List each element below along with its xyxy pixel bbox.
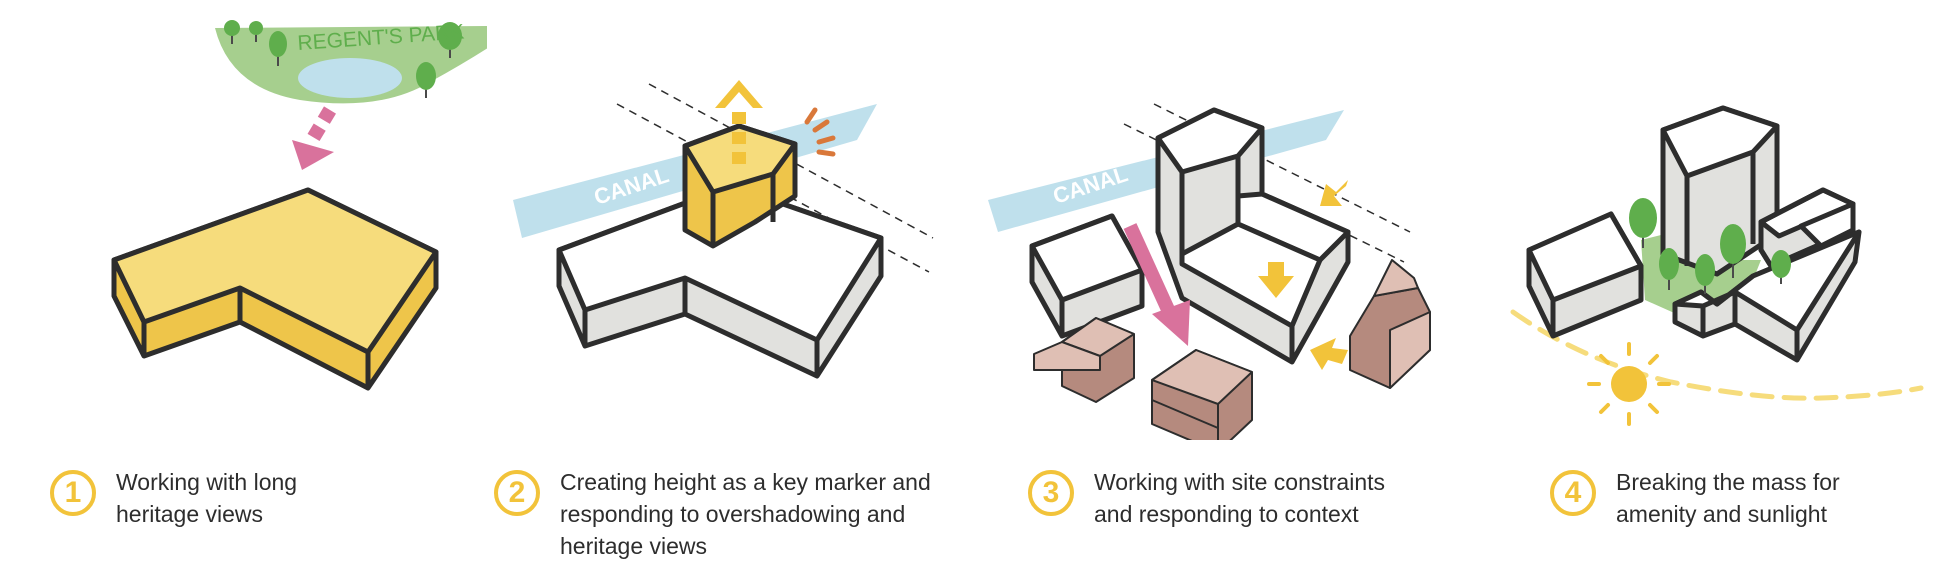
sun-path	[1510, 309, 1924, 401]
context-arrow	[1320, 180, 1348, 206]
caption-3: 3 Working with site constraints and resp…	[1028, 466, 1385, 530]
sun-icon	[1587, 342, 1671, 426]
park-lake	[298, 58, 402, 98]
panel-2-illustration: CANAL	[513, 80, 934, 379]
tree	[1659, 248, 1679, 290]
park-tree	[249, 21, 263, 42]
step-number: 2	[494, 470, 540, 516]
step-number: 3	[1028, 470, 1074, 516]
caption-text: Working with long heritage views	[116, 469, 298, 527]
block-east	[1672, 187, 1862, 363]
park-tree	[416, 62, 436, 98]
base-block	[556, 183, 884, 379]
panel-4-illustration	[1510, 105, 1924, 426]
caption-text: Working with site constraints and respon…	[1094, 469, 1386, 527]
panel-1-illustration: REGENT'S PARK	[111, 20, 487, 391]
caption-4: 4 Breaking the mass for amenity and sunl…	[1550, 466, 1840, 530]
tree	[1720, 224, 1746, 278]
context-arrow	[1258, 262, 1294, 298]
park-tree	[224, 20, 240, 44]
context-arrow	[1310, 338, 1348, 370]
stepped-block	[1155, 107, 1351, 365]
caption-1: 1 Working with long heritage views	[50, 466, 297, 530]
tree	[1771, 250, 1791, 284]
context-building	[1349, 259, 1431, 389]
caption-2: 2 Creating height as a key marker and re…	[494, 466, 931, 562]
park-tree	[438, 22, 462, 58]
heritage-glare-marks	[804, 107, 836, 157]
constraint-arrow	[1123, 223, 1190, 346]
caption-text: Creating height as a key marker and resp…	[560, 469, 931, 559]
context-building	[1151, 349, 1253, 440]
panel-3-illustration: CANAL	[988, 103, 1431, 440]
tree	[1629, 198, 1657, 248]
caption-text: Breaking the mass for amenity and sunlig…	[1616, 469, 1840, 527]
step-number: 4	[1550, 470, 1596, 516]
context-building	[1033, 317, 1135, 403]
step-number: 1	[50, 470, 96, 516]
block-west	[1526, 211, 1644, 339]
low-block	[1029, 213, 1145, 339]
heritage-view-arrow	[292, 106, 337, 170]
park-tree	[269, 31, 287, 66]
height-arrow	[715, 80, 763, 164]
l-shaped-block	[111, 187, 439, 391]
tree	[1695, 254, 1715, 294]
